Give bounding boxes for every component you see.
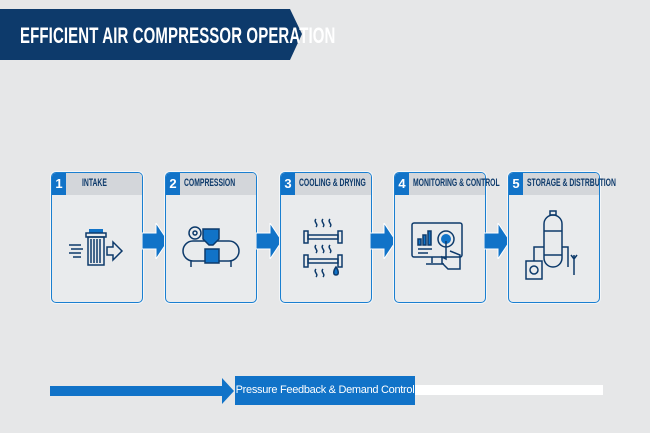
card-header bbox=[395, 173, 485, 195]
step-label: INTAKE bbox=[82, 177, 107, 189]
step-number: 2 bbox=[166, 173, 180, 195]
banner-shape bbox=[0, 9, 302, 60]
feedback-label-box: Pressure Feedback & Demand Control bbox=[235, 376, 415, 405]
flow-arrow-3 bbox=[370, 223, 396, 259]
step-number: 4 bbox=[395, 173, 409, 195]
feedback-arrow-head bbox=[222, 378, 234, 404]
card-header bbox=[52, 173, 142, 195]
card-header bbox=[509, 173, 599, 195]
step-label: STORAGE & DISTRBUTION bbox=[527, 177, 616, 189]
step-label: MONITORING & CONTROL bbox=[413, 177, 500, 189]
step-card-cooling-drying: 3 COOLING & DRYING bbox=[280, 172, 372, 303]
monitor-touch-icon bbox=[411, 222, 463, 270]
step-label: COOLING & DRYING bbox=[299, 177, 366, 189]
step-label: COMPRESSION bbox=[184, 177, 236, 189]
feedback-arrow-shaft bbox=[50, 386, 226, 396]
step-card-storage-distribution: 5 STORAGE & DISTRBUTION bbox=[508, 172, 616, 303]
feedback-label: Pressure Feedback & Demand Control bbox=[235, 384, 415, 396]
flow-arrow-1 bbox=[142, 223, 168, 259]
step-number: 5 bbox=[509, 173, 523, 195]
step-card-monitoring-control: 4 MONITORING & CONTROL bbox=[394, 172, 500, 303]
card-header bbox=[166, 173, 256, 195]
step-card-compression: 2 COMPRESSION bbox=[165, 172, 257, 303]
air-filter-icon bbox=[69, 229, 124, 266]
compressor-icon bbox=[182, 226, 240, 267]
flow-arrow-4 bbox=[484, 223, 510, 259]
storage-tank-icon bbox=[525, 210, 578, 280]
title-banner: EFFICIENT AIR COMPRESSOR OPERATION bbox=[0, 9, 335, 60]
step-number: 1 bbox=[52, 173, 66, 195]
step-card-intake: 1 INTAKE bbox=[51, 172, 143, 303]
feedback-line-tail bbox=[415, 385, 603, 395]
card-header bbox=[281, 173, 371, 195]
step-number: 3 bbox=[281, 173, 295, 195]
cooling-drying-icon bbox=[303, 218, 343, 278]
flow-arrow-2 bbox=[256, 223, 282, 259]
page-title: EFFICIENT AIR COMPRESSOR OPERATION bbox=[20, 23, 336, 48]
